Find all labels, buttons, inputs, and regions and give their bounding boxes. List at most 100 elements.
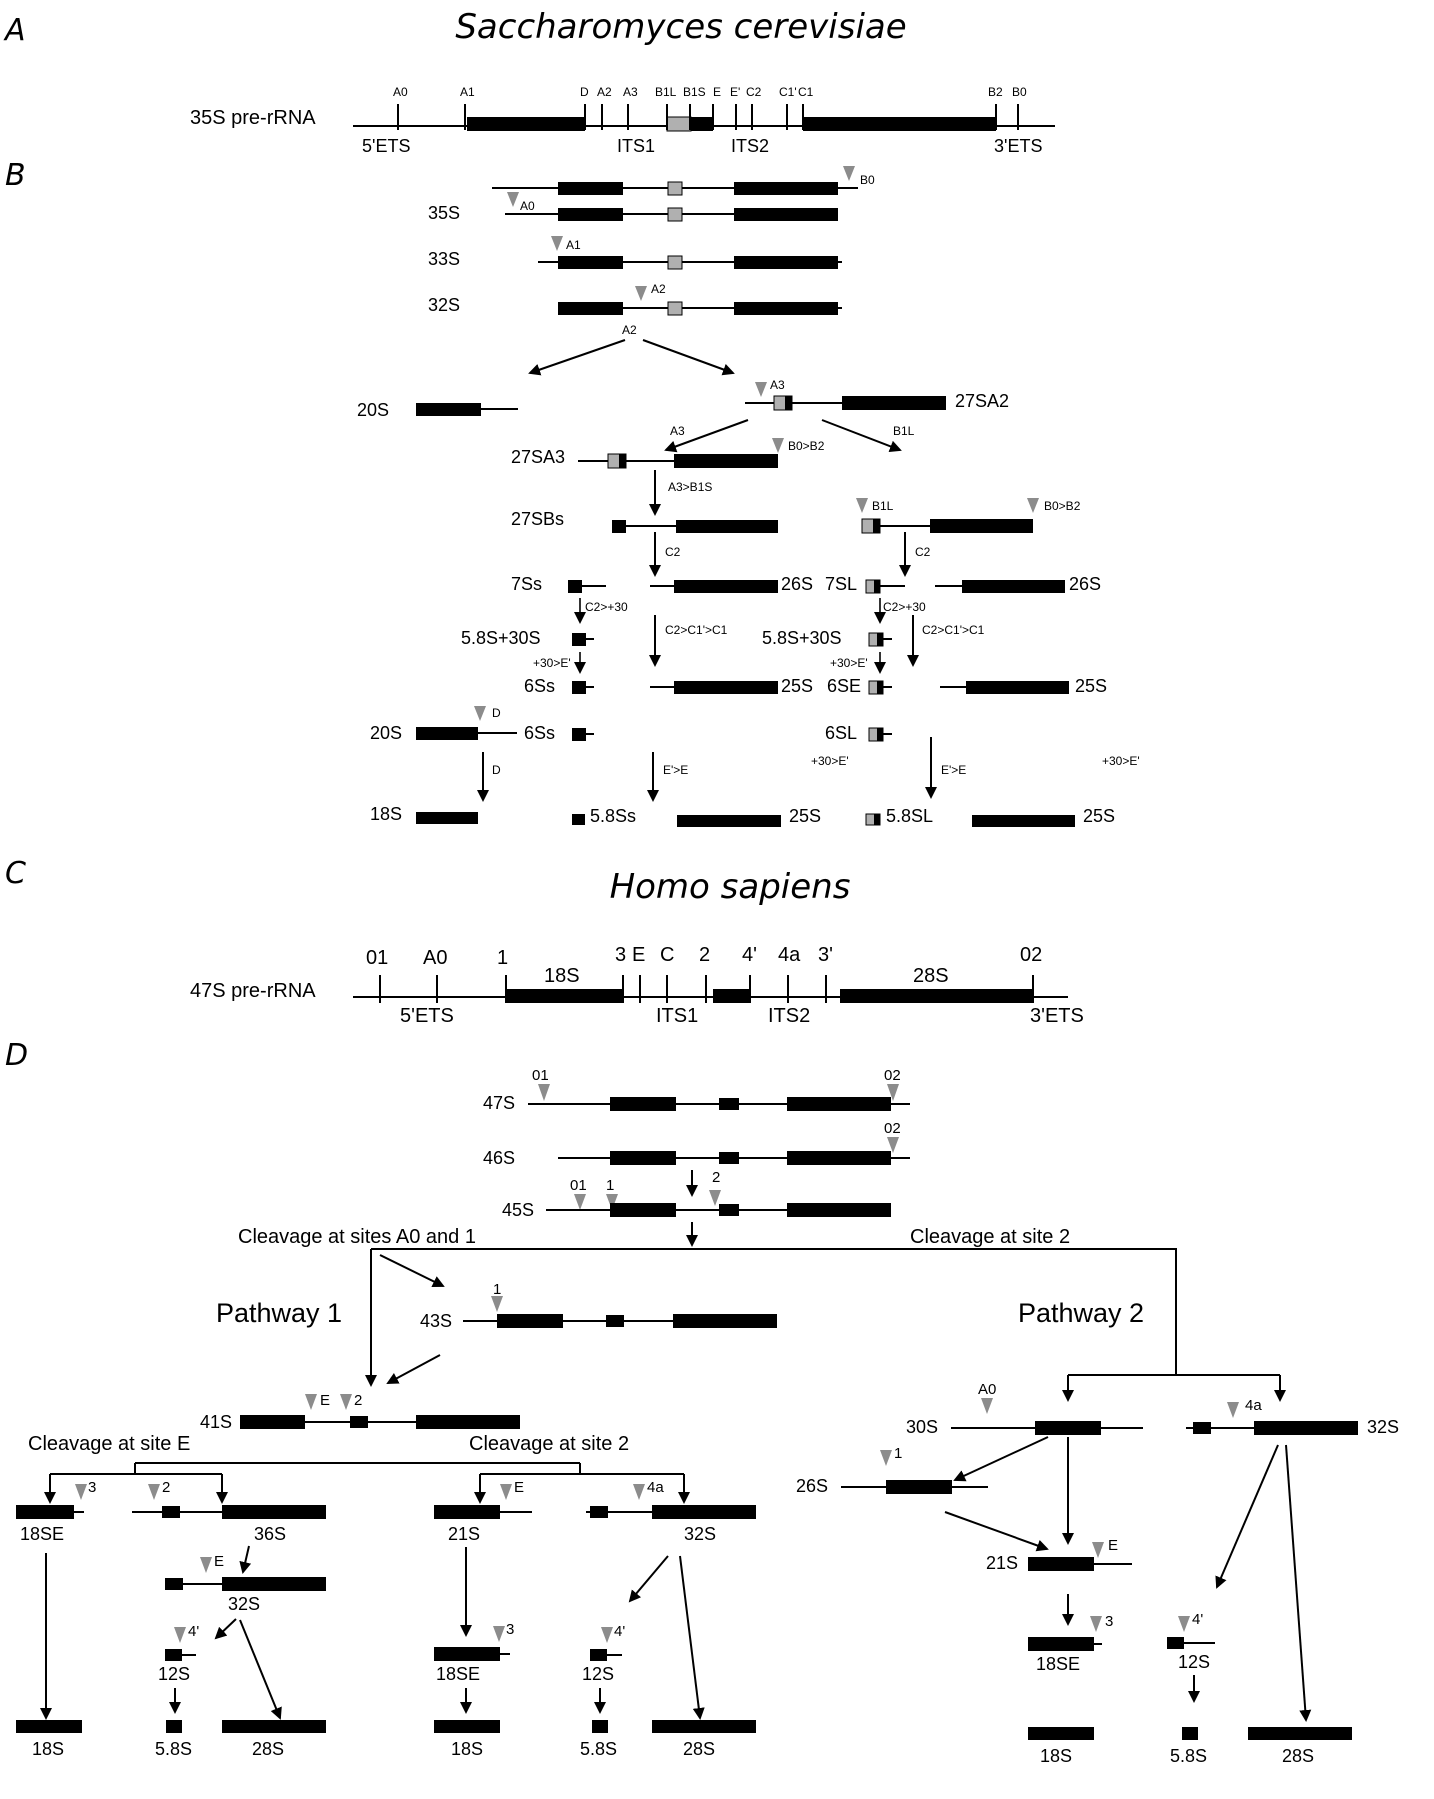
- yeast-6ss-species-b: [572, 728, 594, 741]
- yeast-species-6se: 6SE: [827, 676, 861, 696]
- site-marker-icon: [1027, 498, 1039, 513]
- yeast-site-a3: A3: [623, 85, 638, 99]
- human-site-01: 01: [366, 947, 388, 969]
- yeast-site-b2: B2: [988, 85, 1003, 99]
- human-58s-mature-b: [592, 1720, 608, 1733]
- yeast-step-a3-b1s: A3>B1S: [668, 480, 712, 494]
- site-marker-icon: [1090, 1616, 1102, 1632]
- site-marker-icon: [340, 1394, 352, 1410]
- site-marker-icon: [491, 1296, 503, 1312]
- human-28s-mature-c: [1248, 1727, 1352, 1740]
- yeast-species-27sa3: 27SA3: [511, 447, 565, 467]
- human-site-02-46s: 02: [884, 1120, 901, 1137]
- human-41s-species: [240, 1415, 520, 1429]
- human-species-18s-c: 18S: [1040, 1746, 1072, 1766]
- human-21s-species-a: [434, 1505, 532, 1519]
- yeast-25s-mature-right: [972, 815, 1075, 827]
- yeast-26s-right: [935, 580, 1065, 593]
- yeast-site-b0: B0: [1012, 85, 1027, 99]
- yeast-site-a2: A2: [597, 85, 612, 99]
- yeast-species-20s-b: 20S: [370, 723, 402, 743]
- human-site-e: E: [632, 944, 645, 966]
- human-21s-species-b: [1028, 1557, 1132, 1571]
- site-marker-icon: [538, 1084, 550, 1101]
- yeast-step-30-e: +30>E': [533, 656, 571, 670]
- site-marker-icon: [148, 1484, 160, 1500]
- yeast-26s-left: [650, 580, 778, 593]
- human-species-46s: 46S: [483, 1148, 515, 1168]
- human-18s-mature-a: [16, 1720, 82, 1733]
- site-marker-icon: [500, 1484, 512, 1500]
- arrow: [953, 1436, 1049, 1482]
- human-species-36s: 36S: [254, 1524, 286, 1544]
- site-marker-icon: [305, 1394, 317, 1410]
- panel-label-b: B: [5, 158, 26, 193]
- yeast-step-c2-c1: C2>C1'>C1: [665, 623, 728, 637]
- human-30s-species: [951, 1421, 1143, 1435]
- site-marker-icon: [474, 706, 486, 721]
- human-site-c: C: [660, 944, 674, 966]
- pathway-1-label: Pathway 1: [216, 1298, 342, 1328]
- arrow: [628, 1555, 669, 1603]
- yeast-site-b1s: B1S: [683, 85, 706, 99]
- yeast-region-its2: ITS2: [731, 136, 769, 156]
- human-cleavage-a0-1: Cleavage at sites A0 and 1: [238, 1226, 476, 1248]
- human-site-a0: A0: [423, 947, 447, 969]
- human-32s-species-c: [1186, 1421, 1358, 1435]
- yeast-species-26s-left: 26S: [781, 574, 813, 594]
- human-site-4a: 4a: [778, 944, 801, 966]
- human-species-45s: 45S: [502, 1200, 534, 1220]
- site-marker-icon: [75, 1484, 87, 1500]
- yeast-step-c2-30: C2>+30: [585, 600, 628, 614]
- human-28s-label: 28S: [913, 965, 949, 987]
- human-18se-species-b: [434, 1647, 510, 1661]
- human-region-3ets: 3'ETS: [1030, 1005, 1084, 1027]
- human-43s-species: [463, 1314, 777, 1328]
- human-species-18se-b: 18SE: [436, 1664, 480, 1684]
- yeast-step-b1l-right: B1L: [872, 499, 894, 513]
- yeast-35s-map: A0 A1 D A2 A3 B1L B1S E E' C2 C1' C1 B2 …: [353, 85, 1055, 156]
- site-marker-icon: [880, 1450, 892, 1466]
- site-marker-icon: [1092, 1542, 1104, 1558]
- human-site-e-32s: E: [214, 1553, 224, 1570]
- human-47s-map: 01 A0 1 18S 3 E C 2 4' 4a 3' 28S 02 5'ET…: [353, 944, 1084, 1027]
- site-marker-icon: [174, 1627, 186, 1643]
- yeast-site-d: D: [580, 85, 589, 99]
- arrow: [379, 1254, 445, 1287]
- human-species-43s: 43S: [420, 1311, 452, 1331]
- yeast-step-a0: A0: [520, 199, 535, 213]
- site-marker-icon: [843, 166, 855, 181]
- human-site-4prime: 4': [742, 944, 757, 966]
- human-species-41s: 41S: [200, 1412, 232, 1432]
- arrow: [239, 1619, 282, 1720]
- human-site-3-18se-c: 3: [1105, 1613, 1113, 1630]
- human-precursor-label: 47S pre-rRNA: [190, 980, 316, 1002]
- human-site-e-21s: E: [514, 1479, 524, 1496]
- yeast-site-a1: A1: [460, 85, 475, 99]
- yeast-region-3ets: 3'ETS: [994, 136, 1042, 156]
- yeast-step-a3: A3: [770, 378, 785, 392]
- human-site-a0-30s: A0: [978, 1381, 996, 1398]
- site-marker-icon: [755, 382, 767, 397]
- site-marker-icon: [772, 438, 784, 453]
- yeast-species-6ss: 6Ss: [524, 676, 555, 696]
- human-18s-mature-c: [1028, 1727, 1094, 1740]
- human-site-02: 02: [1020, 944, 1042, 966]
- arrow: [642, 339, 735, 376]
- arrow: [1215, 1444, 1279, 1589]
- human-species-32s-b: 32S: [684, 1524, 716, 1544]
- yeast-25s-right: [940, 681, 1069, 694]
- yeast-species-27sbs: 27SBs: [511, 509, 564, 529]
- yeast-step-e-e: E'>E: [663, 763, 688, 777]
- yeast-7sl-species: [865, 579, 905, 594]
- yeast-58s30s-species: [572, 633, 594, 646]
- yeast-title: Saccharomyces cerevisiae: [455, 7, 906, 47]
- human-36s-species: [132, 1505, 326, 1519]
- yeast-6sl-species: [868, 727, 892, 742]
- site-marker-icon: [574, 1194, 586, 1210]
- yeast-33s-species: [538, 255, 842, 270]
- yeast-27sa3-species: [578, 453, 778, 469]
- yeast-step-b0-b2-right: B0>B2: [1044, 499, 1081, 513]
- yeast-58ss-mature: [572, 814, 585, 825]
